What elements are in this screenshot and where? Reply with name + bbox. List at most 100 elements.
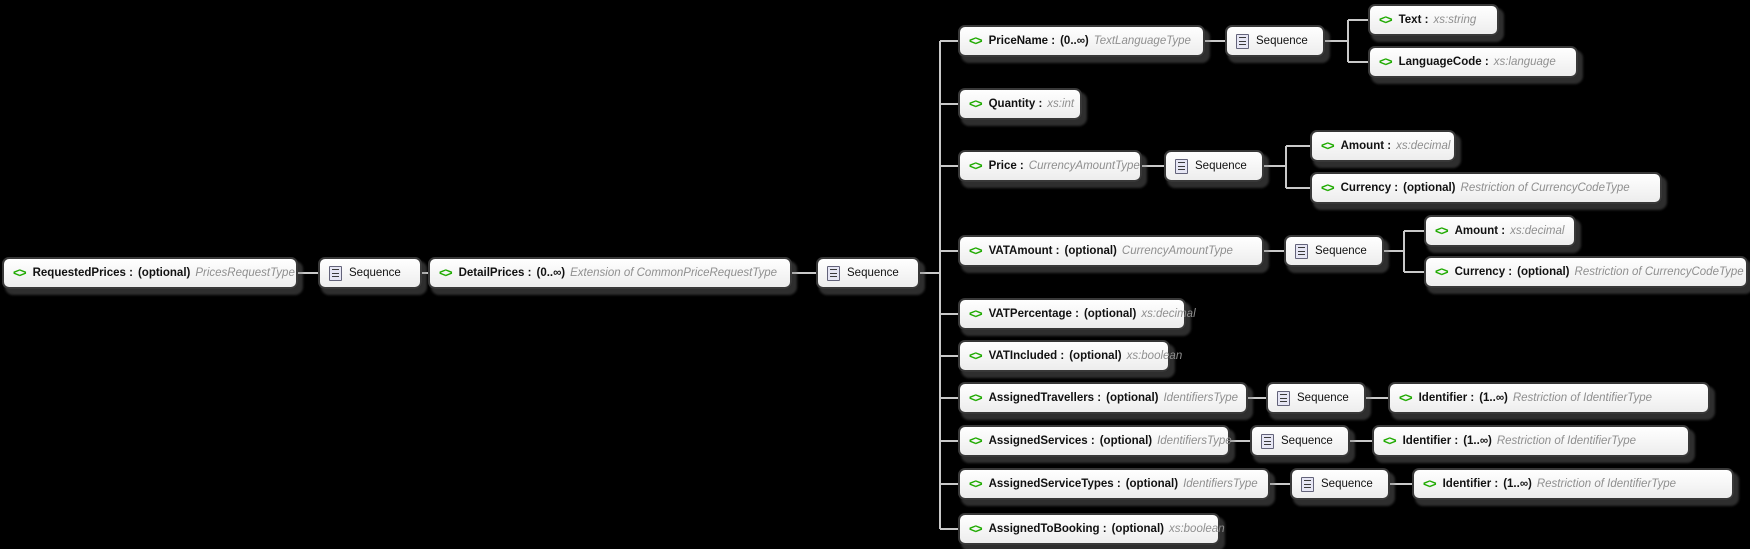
element-node-vatamount[interactable]: <> VATAmount : (optional) CurrencyAmount…: [958, 235, 1264, 267]
element-icon: <>: [1423, 477, 1437, 491]
element-node-detailprices[interactable]: <> DetailPrices : (0..∞) Extension of Co…: [428, 257, 792, 289]
element-icon: <>: [969, 159, 983, 173]
node-label: Text :: [1398, 14, 1429, 26]
node-type: xs:language: [1493, 56, 1556, 68]
node-cardinality: (optional): [1125, 478, 1179, 490]
element-node-assignedservices-identifier[interactable]: <> Identifier : (1..∞) Restriction of Id…: [1372, 425, 1690, 457]
element-icon: <>: [1435, 265, 1449, 279]
node-label: Sequence: [349, 267, 401, 279]
node-cardinality: (0..∞): [536, 267, 566, 279]
node-type: IdentifiersType: [1163, 392, 1239, 404]
element-node-requestedprices[interactable]: <> RequestedPrices : (optional) PricesRe…: [2, 257, 298, 289]
node-label: DetailPrices :: [458, 267, 532, 279]
element-node-text[interactable]: <> Text : xs:string: [1368, 4, 1499, 36]
node-label: Identifier :: [1418, 392, 1475, 404]
sequence-icon: [329, 265, 342, 281]
element-node-assignedservicetypes[interactable]: <> AssignedServiceTypes : (optional) Ide…: [958, 468, 1270, 500]
element-icon: <>: [1383, 434, 1397, 448]
sequence-icon: [1236, 33, 1249, 49]
element-node-price-amount[interactable]: <> Amount : xs:decimal: [1310, 130, 1456, 162]
element-icon: <>: [969, 244, 983, 258]
node-type: CurrencyAmountType: [1121, 245, 1233, 257]
element-node-quantity[interactable]: <> Quantity : xs:int: [958, 88, 1082, 120]
sequence-node-detailprices[interactable]: Sequence: [816, 257, 920, 289]
node-cardinality: (1..∞): [1503, 478, 1532, 490]
element-node-languagecode[interactable]: <> LanguageCode : xs:language: [1368, 46, 1578, 78]
node-label: Sequence: [847, 267, 899, 279]
node-type: Restriction of IdentifierType: [1512, 392, 1652, 404]
node-type: xs:string: [1433, 14, 1477, 26]
sequence-icon: [1301, 476, 1314, 492]
node-label: Price :: [988, 160, 1024, 172]
element-icon: <>: [1435, 224, 1449, 238]
node-label: VATIncluded :: [988, 350, 1065, 362]
element-icon: <>: [439, 266, 453, 280]
node-type: IdentifiersType: [1183, 478, 1258, 490]
element-icon: <>: [1321, 181, 1335, 195]
element-icon: <>: [1379, 55, 1393, 69]
node-label: Sequence: [1315, 245, 1367, 257]
node-type: Extension of CommonPriceRequestType: [570, 267, 778, 279]
node-cardinality: (optional): [1111, 523, 1164, 535]
node-label: VATPercentage :: [988, 308, 1079, 320]
node-label: Amount :: [1454, 225, 1506, 237]
sequence-node-assignedservices[interactable]: Sequence: [1250, 425, 1350, 457]
node-label: Sequence: [1281, 435, 1333, 447]
node-type: IdentifiersType: [1157, 435, 1232, 447]
node-cardinality: (optional): [1069, 350, 1122, 362]
node-label: Sequence: [1321, 478, 1373, 490]
node-type: xs:decimal: [1141, 308, 1196, 320]
node-label: Sequence: [1256, 35, 1308, 47]
node-cardinality: (optional): [1403, 182, 1456, 194]
element-node-vatamount-amount[interactable]: <> Amount : xs:decimal: [1424, 215, 1576, 247]
element-icon: <>: [969, 97, 983, 111]
element-node-price[interactable]: <> Price : CurrencyAmountType: [958, 150, 1142, 182]
node-cardinality: (optional): [1106, 392, 1159, 404]
element-icon: <>: [969, 349, 983, 363]
element-node-assignedtravellers-identifier[interactable]: <> Identifier : (1..∞) Restriction of Id…: [1388, 382, 1710, 414]
sequence-node-assignedservicetypes[interactable]: Sequence: [1290, 468, 1390, 500]
sequence-node-price[interactable]: Sequence: [1164, 150, 1264, 182]
element-icon: <>: [969, 522, 983, 536]
node-type: Restriction of IdentifierType: [1496, 435, 1636, 447]
sequence-node-vatamount[interactable]: Sequence: [1284, 235, 1384, 267]
node-type: CurrencyAmountType: [1028, 160, 1140, 172]
element-icon: <>: [969, 434, 983, 448]
node-cardinality: (1..∞): [1463, 435, 1492, 447]
node-label: Sequence: [1195, 160, 1247, 172]
node-cardinality: (optional): [1083, 308, 1137, 320]
element-icon: <>: [969, 307, 983, 321]
sequence-icon: [1295, 243, 1308, 259]
element-node-vatpercentage[interactable]: <> VATPercentage : (optional) xs:decimal: [958, 298, 1196, 330]
element-icon: <>: [969, 391, 983, 405]
element-node-assignedservicetypes-identifier[interactable]: <> Identifier : (1..∞) Restriction of Id…: [1412, 468, 1734, 500]
element-node-assignedtobooking[interactable]: <> AssignedToBooking : (optional) xs:boo…: [958, 513, 1225, 545]
node-type: Restriction of IdentifierType: [1536, 478, 1676, 490]
element-node-pricename[interactable]: <> PriceName : (0..∞) TextLanguageType: [958, 25, 1205, 57]
node-cardinality: (optional): [1517, 266, 1570, 278]
sequence-icon: [1261, 433, 1274, 449]
sequence-node-assignedtravellers[interactable]: Sequence: [1266, 382, 1366, 414]
element-node-vatamount-currency[interactable]: <> Currency : (optional) Restriction of …: [1424, 256, 1748, 288]
element-node-vatincluded[interactable]: <> VATIncluded : (optional) xs:boolean: [958, 340, 1182, 372]
node-label: AssignedTravellers :: [988, 392, 1102, 404]
node-label: PriceName :: [988, 35, 1056, 47]
node-cardinality: (optional): [137, 267, 191, 279]
node-type: xs:decimal: [1396, 140, 1451, 152]
node-label: Sequence: [1297, 392, 1349, 404]
node-label: AssignedServiceTypes :: [988, 478, 1121, 490]
element-icon: <>: [13, 266, 27, 280]
sequence-node-main[interactable]: Sequence: [318, 257, 422, 289]
sequence-node-pricename[interactable]: Sequence: [1225, 25, 1325, 57]
element-icon: <>: [1321, 139, 1335, 153]
node-type: Restriction of CurrencyCodeType: [1574, 266, 1744, 278]
element-icon: <>: [969, 34, 983, 48]
element-node-assignedservices[interactable]: <> AssignedServices : (optional) Identif…: [958, 425, 1232, 457]
node-cardinality: (optional): [1099, 435, 1153, 447]
node-type: PricesRequestType: [195, 267, 295, 279]
node-label: AssignedServices :: [988, 435, 1095, 447]
element-node-price-currency[interactable]: <> Currency : (optional) Restriction of …: [1310, 172, 1662, 204]
node-label: Identifier :: [1442, 478, 1499, 490]
element-node-assignedtravellers[interactable]: <> AssignedTravellers : (optional) Ident…: [958, 382, 1248, 414]
